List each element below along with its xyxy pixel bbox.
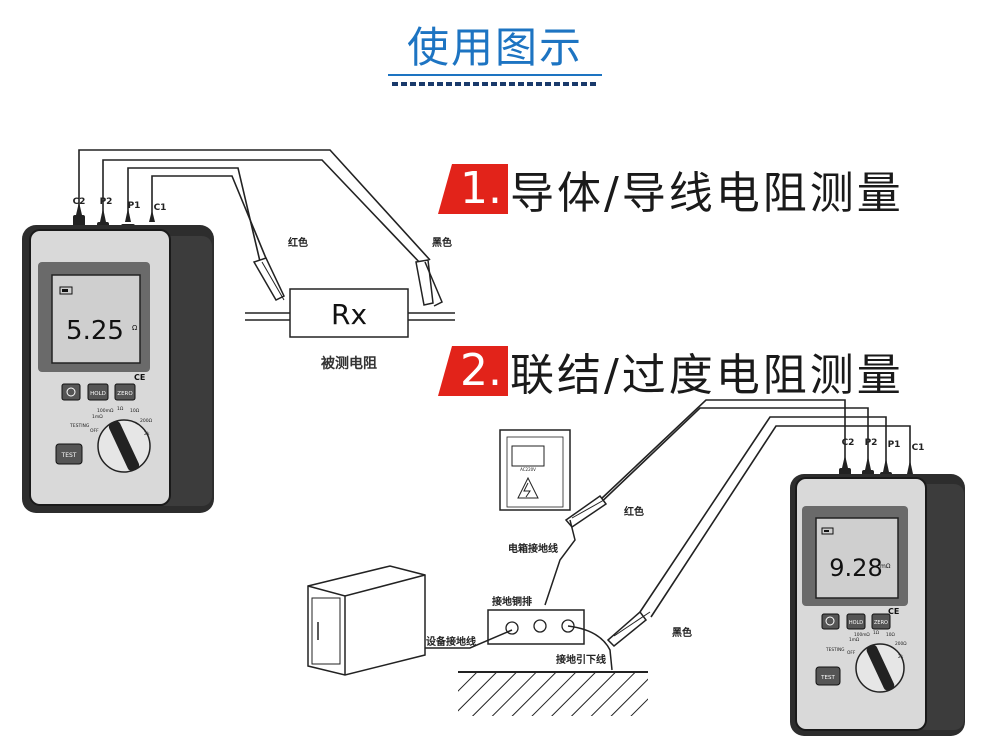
meter-1-terminal-p2: P2 <box>100 197 113 207</box>
title-dashed-divider <box>392 82 598 86</box>
svg-text:HOLD: HOLD <box>849 620 863 626</box>
meter-1-leads <box>78 149 431 271</box>
svg-text:HOLD: HOLD <box>90 391 106 397</box>
meter-2-terminal-c2: C2 <box>842 438 855 448</box>
meter-1-display-unit: Ω <box>132 324 138 332</box>
meter-2-test-button: TEST <box>815 666 841 686</box>
meter-1-test-button: TEST <box>55 443 83 465</box>
page-title: 使用图示 <box>406 23 583 72</box>
busbar-label: 接地铜排 <box>492 595 532 608</box>
rx-label: Rx <box>331 298 367 331</box>
svg-text:10Ω: 10Ω <box>130 408 140 414</box>
meter-2-lcd <box>815 517 899 599</box>
meter-1-terminal-c1: C1 <box>154 203 167 213</box>
step-1-heading: 1. 导体/导线电阻测量 <box>438 164 904 219</box>
title-underline <box>388 74 602 76</box>
step-2-heading: 2. 联结/过度电阻测量 <box>438 346 904 401</box>
svg-text:OFF: OFF <box>90 428 99 434</box>
meter-2-black-clip <box>606 610 651 648</box>
svg-text:CE: CE <box>888 607 899 616</box>
ground-hatch <box>458 672 648 716</box>
meter-2-hold-button: HOLD <box>846 613 866 630</box>
svg-text:200Ω: 200Ω <box>895 641 907 647</box>
svg-text:1mΩ: 1mΩ <box>92 414 103 420</box>
svg-text:1mΩ: 1mΩ <box>849 637 860 643</box>
meter-1-red-clip <box>252 257 285 301</box>
meter-2-red-clip <box>564 494 608 528</box>
svg-text:TESTING: TESTING <box>825 647 845 653</box>
meter-2-terminal-p2: P2 <box>865 438 878 448</box>
meter-1-black-label: 黑色 <box>432 236 452 249</box>
svg-text:200Ω: 200Ω <box>140 418 153 424</box>
svg-text:CE: CE <box>134 373 145 382</box>
rx-caption: 被测电阻 <box>321 355 377 372</box>
svg-text:TEST: TEST <box>61 452 77 459</box>
svg-text:ZERO: ZERO <box>874 620 888 626</box>
meter-2: C2 P2 P1 C1 9.28 mΩ CE HOLD ZERO <box>790 438 965 736</box>
equipment-ground-label: 设备接地线 <box>426 635 476 648</box>
meter-2-black-label: 黑色 <box>672 626 692 639</box>
cabinet-ground-label: 电箱接地线 <box>508 542 558 555</box>
meter-1: Rx 被测电阻 红色 黑色 C2 P2 P1 C1 <box>22 149 455 513</box>
rx-box <box>289 288 409 338</box>
meter-1-red-label: 红色 <box>288 236 308 249</box>
svg-text:1Ω: 1Ω <box>873 630 880 636</box>
scene-2: AC220V 电箱接地线 红色 黑色 接地铜排 设备接 <box>307 399 911 716</box>
meter-1-hold-button: HOLD <box>87 383 109 401</box>
step-1-text: 导体/导线电阻测量 <box>509 168 904 219</box>
svg-text:2k: 2k <box>144 431 150 437</box>
svg-text:2k: 2k <box>898 654 904 660</box>
meter-2-terminal-c1: C1 <box>912 443 925 453</box>
meter-1-display-value: 5.25 <box>66 316 124 346</box>
meter-1-terminal-p1: P1 <box>128 201 141 211</box>
meter-2-red-label: 红色 <box>624 505 644 518</box>
svg-text:TEST: TEST <box>820 675 835 681</box>
equipment-cabinet <box>307 565 426 676</box>
step-2-text: 联结/过度电阻测量 <box>509 350 904 401</box>
hazard-icon <box>517 476 539 499</box>
meter-2-display-unit: mΩ <box>880 563 891 570</box>
meter-2-light-button <box>821 613 840 630</box>
svg-text:1Ω: 1Ω <box>117 406 124 412</box>
cabinet-plate: AC220V <box>520 467 536 472</box>
svg-text:TESTING: TESTING <box>69 423 90 429</box>
meter-2-terminal-p1: P1 <box>888 440 901 450</box>
meter-2-zero-button: ZERO <box>871 613 891 630</box>
svg-text:OFF: OFF <box>847 650 856 656</box>
meter-2-display-value: 9.28 <box>829 554 882 582</box>
meter-1-light-button <box>61 383 81 401</box>
meter-1-black-clip <box>415 259 443 307</box>
svg-text:ZERO: ZERO <box>117 391 133 397</box>
meter-2-leads <box>592 399 911 618</box>
svg-text:10Ω: 10Ω <box>886 632 895 638</box>
svg-text:100mΩ: 100mΩ <box>854 632 870 638</box>
down-lead-label: 接地引下线 <box>556 653 606 666</box>
svg-text:100mΩ: 100mΩ <box>97 408 114 414</box>
meter-1-zero-button: ZERO <box>114 383 136 401</box>
